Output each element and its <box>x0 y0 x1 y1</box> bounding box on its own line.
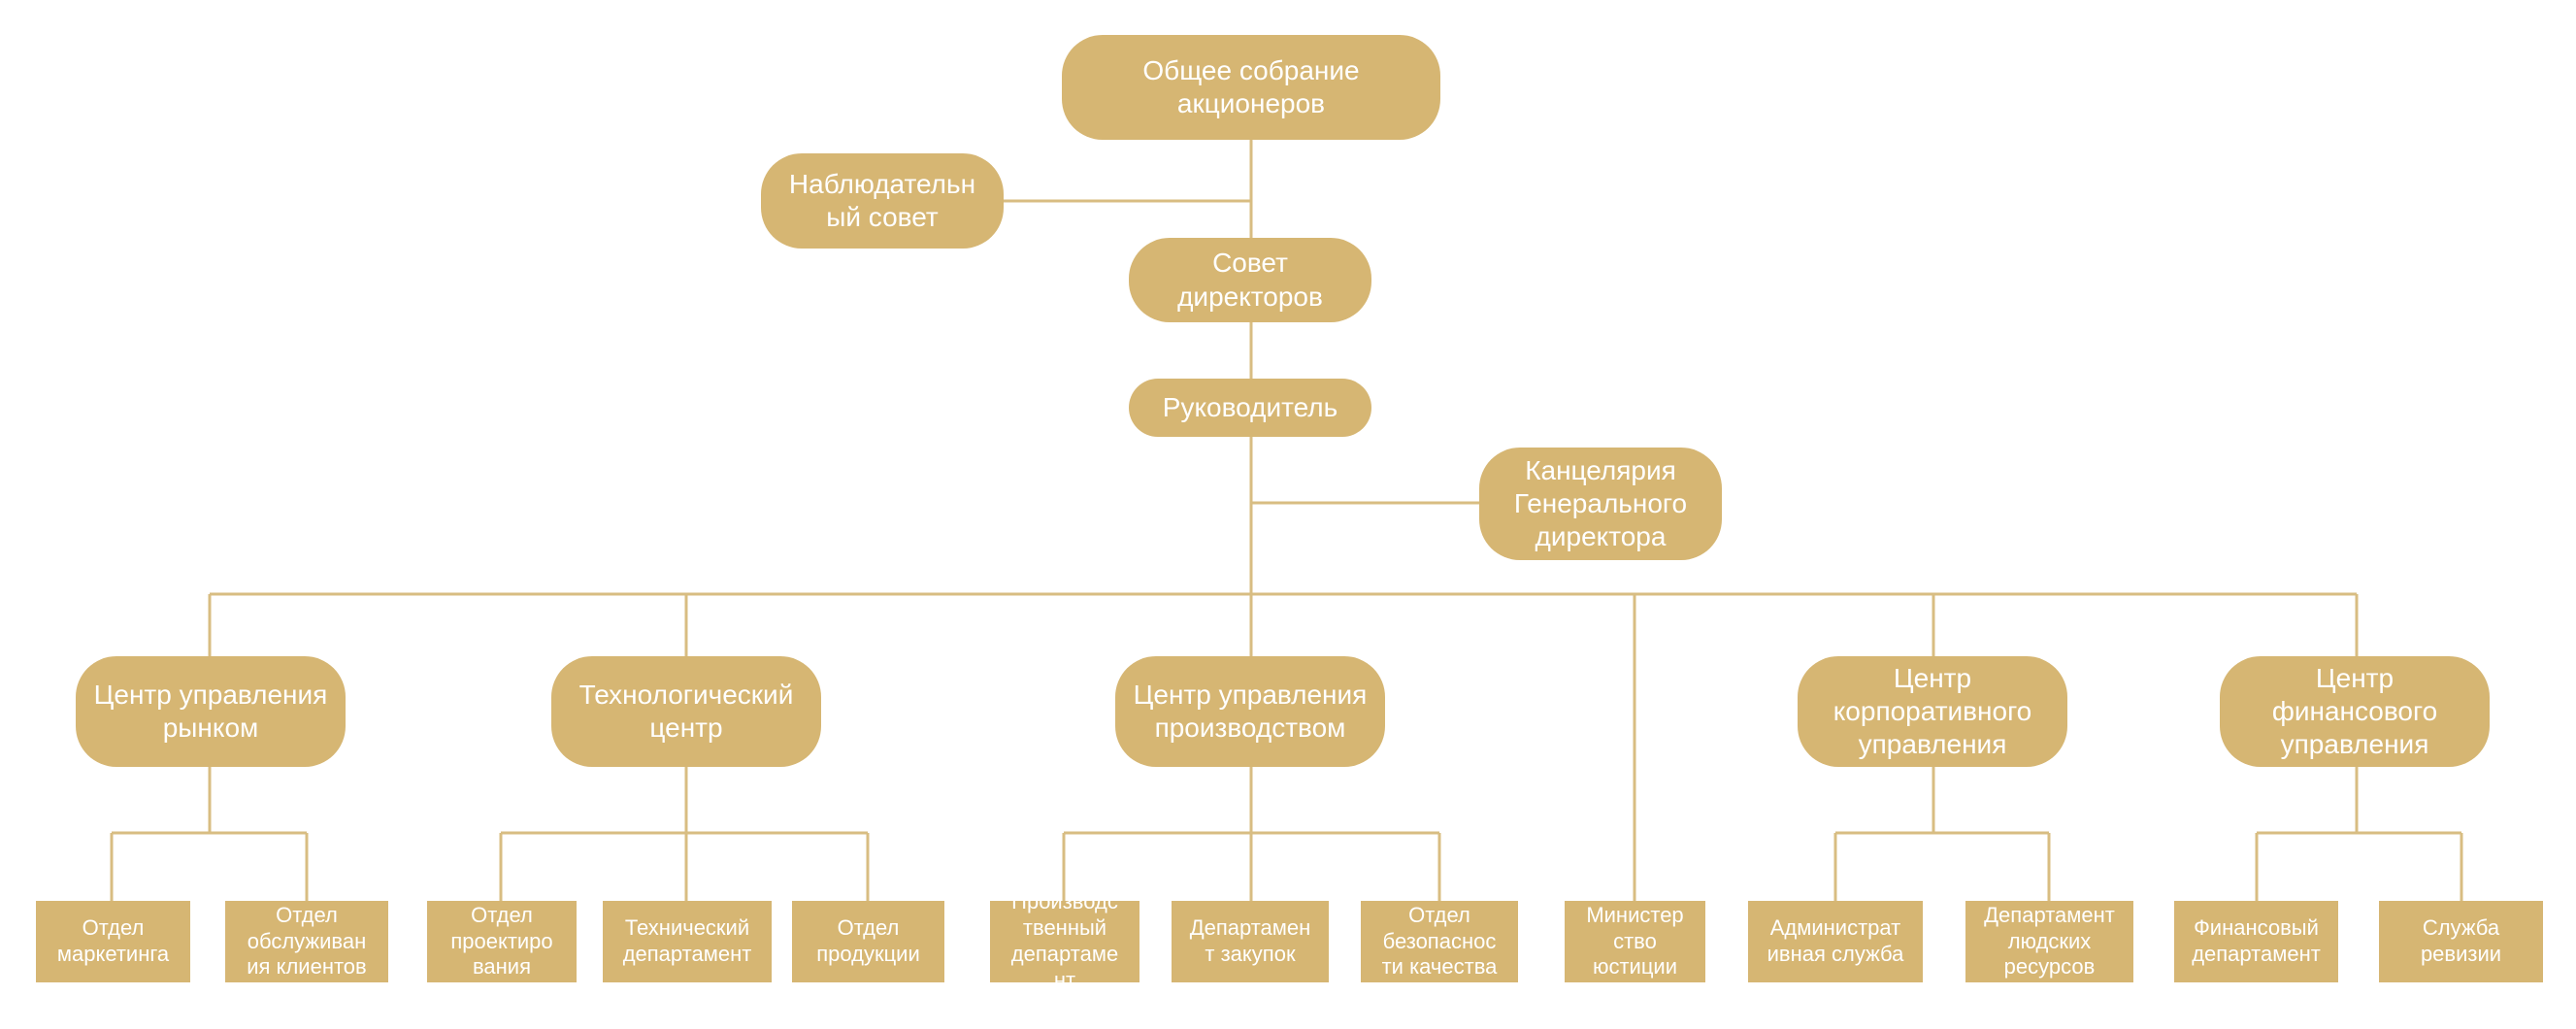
node-dept-finance: Финансовый департамент <box>2174 901 2338 982</box>
node-dept-procurement: Департамен т закупок <box>1172 901 1329 982</box>
node-dept-design: Отдел проектиро вания <box>427 901 577 982</box>
node-supervisory-board: Наблюдательн ый совет <box>761 153 1004 249</box>
node-chancellery: Канцелярия Генерального директора <box>1479 448 1722 560</box>
node-dept-human-resources: Департамент людских ресурсов <box>1965 901 2133 982</box>
node-board-of-directors: Совет директоров <box>1129 238 1371 322</box>
node-shareholders-meeting: Общее собрание акционеров <box>1062 35 1440 140</box>
node-dept-production: Производс твенный департаме нт <box>990 901 1139 982</box>
node-dept-marketing: Отдел маркетинга <box>36 901 190 982</box>
node-center-corporate: Центр корпоративного управления <box>1798 656 2067 767</box>
node-center-tech: Технологический центр <box>551 656 821 767</box>
node-center-market: Центр управления рынком <box>76 656 346 767</box>
node-center-finance: Центр финансового управления <box>2220 656 2490 767</box>
node-dept-products: Отдел продукции <box>792 901 944 982</box>
node-ministry-of-justice: Министер ство юстиции <box>1565 901 1705 982</box>
node-dept-quality-safety: Отдел безопаснос ти качества <box>1361 901 1518 982</box>
node-dept-audit: Служба ревизии <box>2379 901 2543 982</box>
node-dept-technical: Технический департамент <box>603 901 772 982</box>
node-dept-administrative: Администрат ивная служба <box>1748 901 1923 982</box>
node-dept-customer-service: Отдел обслуживан ия клиентов <box>225 901 388 982</box>
node-head: Руководитель <box>1129 379 1371 437</box>
node-center-production: Центр управления производством <box>1115 656 1385 767</box>
